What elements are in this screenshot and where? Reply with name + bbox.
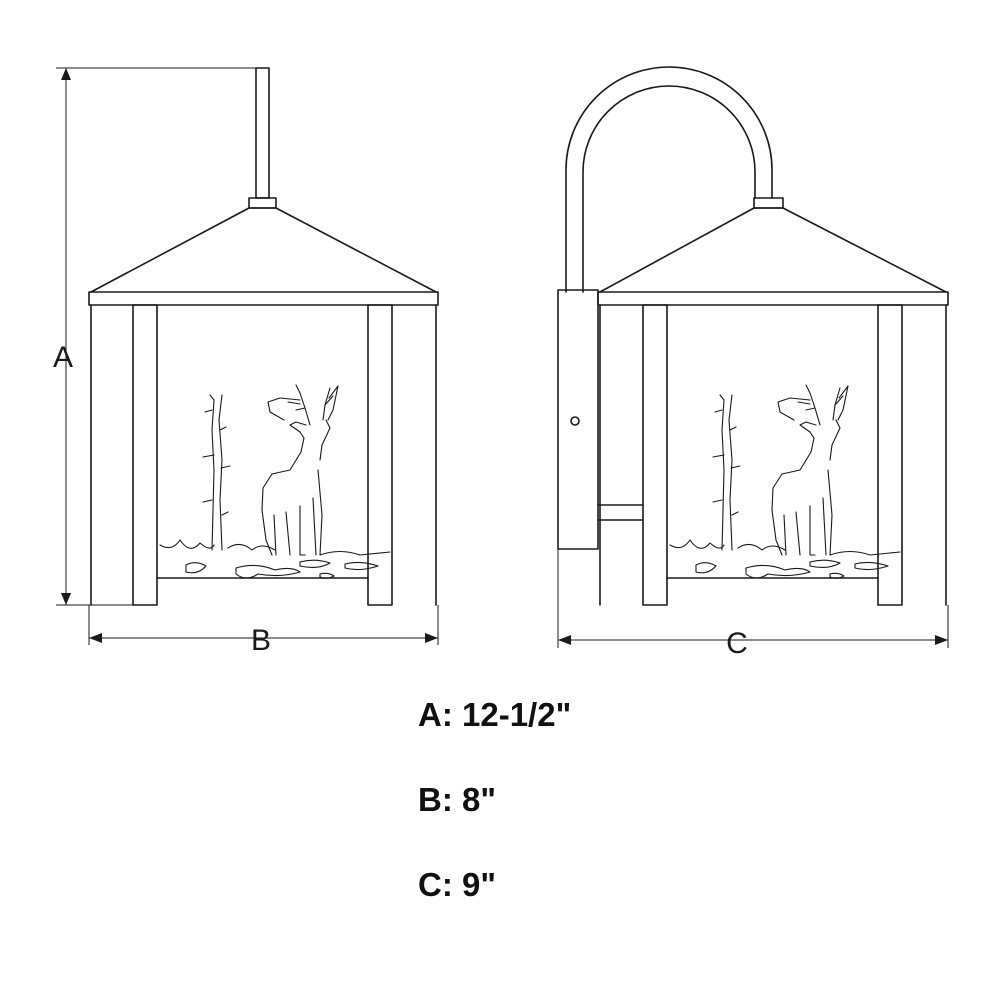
- spec-b-value: 8": [462, 781, 496, 818]
- spec-b: B: 8": [418, 783, 496, 816]
- right-lantern-drawing: [557, 66, 949, 606]
- dimension-label-b: B: [251, 624, 271, 657]
- dimension-b: B: [88, 605, 439, 657]
- spec-c-value: 9": [462, 866, 496, 903]
- spec-a: A: 12-1/2": [418, 698, 571, 731]
- spec-c-key: C:: [418, 866, 453, 903]
- dimension-label-a: A: [53, 341, 73, 374]
- dimension-c: C: [557, 549, 949, 660]
- dimension-label-c: C: [726, 627, 748, 660]
- spec-b-key: B:: [418, 781, 453, 818]
- dimension-a: A: [53, 67, 262, 606]
- spec-c: C: 9": [418, 868, 496, 901]
- spec-a-key: A:: [418, 696, 453, 733]
- spec-a-value: 12-1/2": [462, 696, 572, 733]
- left-lantern-drawing: [88, 67, 439, 606]
